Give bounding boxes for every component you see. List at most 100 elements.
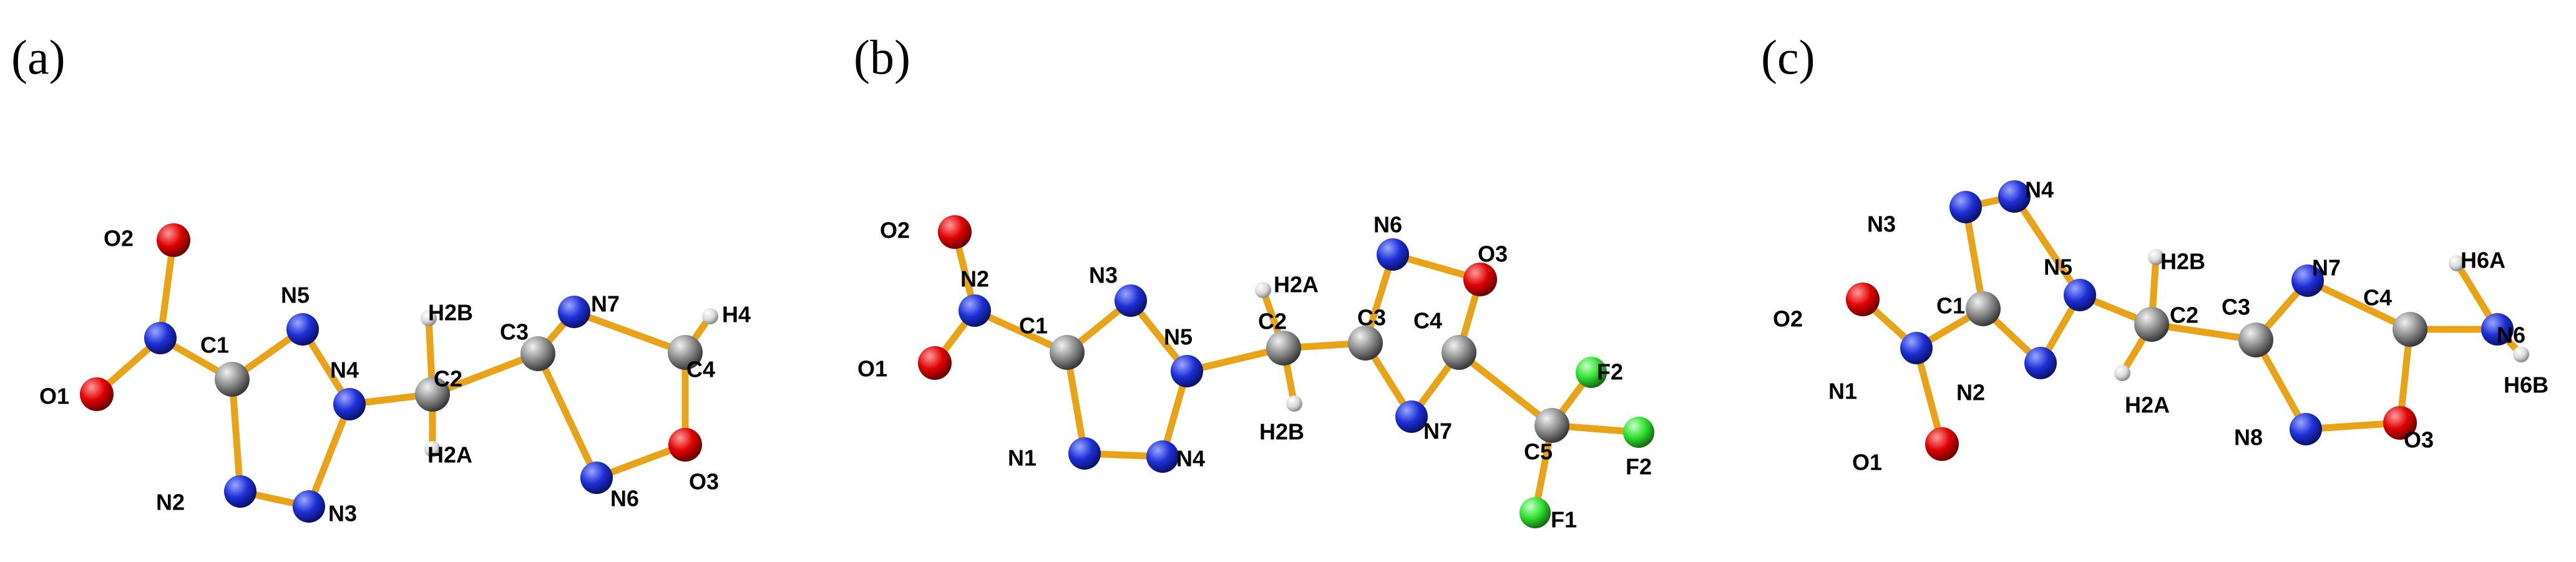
atom-h-h6a — [2449, 255, 2465, 271]
bond-n7-c4 — [2304, 277, 2414, 333]
atom-label-c4: C4 — [686, 357, 715, 382]
bond-c3-n6 — [534, 350, 600, 482]
atom-o-o3 — [1463, 263, 1497, 296]
atom-c-c3 — [2238, 322, 2273, 357]
atom-o-o1 — [80, 377, 114, 411]
atom-n-n3 — [1115, 284, 1147, 317]
bond-c4-c5 — [1455, 349, 1556, 429]
atom-label-n1: N1 — [1828, 379, 1857, 404]
atom-label-n7: N7 — [1423, 419, 1452, 444]
atom-label-c1: C1 — [1019, 313, 1048, 339]
atom-n-n1 — [1900, 332, 1933, 364]
atom-label-h6b: H6B — [2504, 372, 2549, 398]
atom-label-c4: C4 — [1413, 308, 1442, 334]
atom-label-n6: N6 — [2497, 322, 2525, 348]
atom-n-n2 — [2024, 347, 2057, 379]
atom-label-n7: N7 — [2312, 255, 2341, 281]
atom-label-c1: C1 — [1936, 293, 1965, 319]
atom-label-c3: C3 — [1357, 305, 1386, 331]
atom-n-n7 — [558, 296, 590, 328]
atom-label-n3: N3 — [1867, 211, 1896, 237]
bond-n4-n3 — [305, 400, 353, 510]
atom-c-c2 — [415, 377, 450, 412]
atom-label-n3: N3 — [1089, 263, 1118, 288]
atom-label-o1: O1 — [857, 356, 887, 382]
atom-label-o3: O3 — [689, 469, 719, 495]
atom-label-n2: N2 — [156, 490, 185, 515]
atom-label-h2b: H2B — [1259, 419, 1304, 445]
atom-label-n3: N3 — [328, 501, 357, 526]
atom-c-c4 — [1442, 335, 1476, 370]
atom-c-c2 — [2134, 307, 2169, 342]
atom-o-o3 — [2383, 406, 2417, 440]
atom-label-n4: N4 — [330, 357, 359, 383]
panel-b: (b) O2N2O1C1N3N5N4N1C2H2AH2BC3N6O3C4N7C5… — [854, 30, 1654, 533]
atom-h-h6b — [2513, 346, 2529, 362]
atom-n-n2 — [224, 475, 256, 508]
panel-c-label: (c) — [1761, 30, 1815, 84]
bond-c2-c3 — [2148, 321, 2260, 344]
atom-c-c3 — [520, 336, 555, 371]
atom-o-o2 — [938, 215, 972, 249]
atom-label-n2: N2 — [1956, 380, 1985, 405]
atom-f-f2a — [1576, 357, 1607, 388]
atom-n-n4 — [1998, 180, 2031, 213]
atom-h-h2a — [424, 441, 441, 457]
atom-label-o2: O2 — [880, 218, 910, 243]
atom-label-n8: N8 — [2234, 425, 2263, 450]
atom-label-f1: F1 — [1551, 507, 1577, 533]
atom-n-n8 — [2290, 413, 2322, 445]
atom-h-h2b — [2148, 249, 2164, 265]
atom-label-o3: O3 — [1478, 241, 1508, 267]
atom-label-n2: N2 — [960, 266, 989, 292]
atom-c-c1 — [215, 362, 250, 397]
atom-label-f2b: F2 — [1626, 454, 1652, 480]
panel-b-atoms: O2N2O1C1N3N5N4N1C2H2AH2BC3N6O3C4N7C5F2F2… — [857, 212, 1654, 533]
atom-f-f1 — [1520, 497, 1551, 528]
atom-n-n1 — [1068, 437, 1101, 470]
atom-n-n4 — [333, 388, 366, 420]
atom-label-c2: C2 — [434, 366, 462, 392]
atom-n-n5 — [286, 313, 319, 346]
atom-c-c4 — [668, 335, 703, 370]
atom-n-n6 — [1377, 238, 1409, 271]
atom-c-c3 — [1348, 326, 1383, 361]
atom-n-n7 — [1395, 400, 1428, 433]
atom-n-n3 — [1949, 191, 1982, 223]
atom-n-n4 — [1146, 440, 1179, 473]
bond-n4-n5 — [2011, 193, 2084, 299]
atom-n-n5 — [1171, 355, 1203, 387]
atom-c-c2 — [1266, 331, 1301, 366]
atom-label-n1: N1 — [1008, 445, 1037, 471]
atom-h-h4 — [702, 308, 718, 324]
atom-label-n6: N6 — [1373, 212, 1402, 238]
atom-c-c5 — [1534, 408, 1569, 443]
atom-label-c4: C4 — [2363, 285, 2392, 311]
atom-c-c1 — [1966, 291, 2001, 326]
atom-label-n5: N5 — [1164, 324, 1193, 350]
atom-o-o3 — [668, 428, 702, 462]
atom-h-h2a — [2114, 365, 2130, 381]
atom-label-c3: C3 — [2222, 294, 2250, 320]
atom-n-n3 — [293, 490, 325, 523]
atom-o-o2 — [157, 223, 190, 257]
atom-n-n6 — [2481, 313, 2514, 346]
atom-n-n5 — [2064, 279, 2096, 311]
atom-h-h2b — [1286, 395, 1302, 412]
atom-label-c2: C2 — [1258, 309, 1287, 334]
bond-c2-c3 — [429, 350, 542, 398]
atom-o-o1 — [1925, 427, 1959, 461]
atom-n-n1 — [144, 322, 177, 354]
atom-h-h2b — [421, 310, 437, 326]
atom-n-n6 — [580, 462, 613, 494]
atom-label-o3: O3 — [2404, 427, 2434, 453]
atom-f-f2b — [1623, 417, 1654, 448]
atom-label-c5: C5 — [1524, 439, 1553, 465]
atom-label-c3: C3 — [500, 319, 529, 345]
panel-a-label: (a) — [11, 30, 66, 84]
